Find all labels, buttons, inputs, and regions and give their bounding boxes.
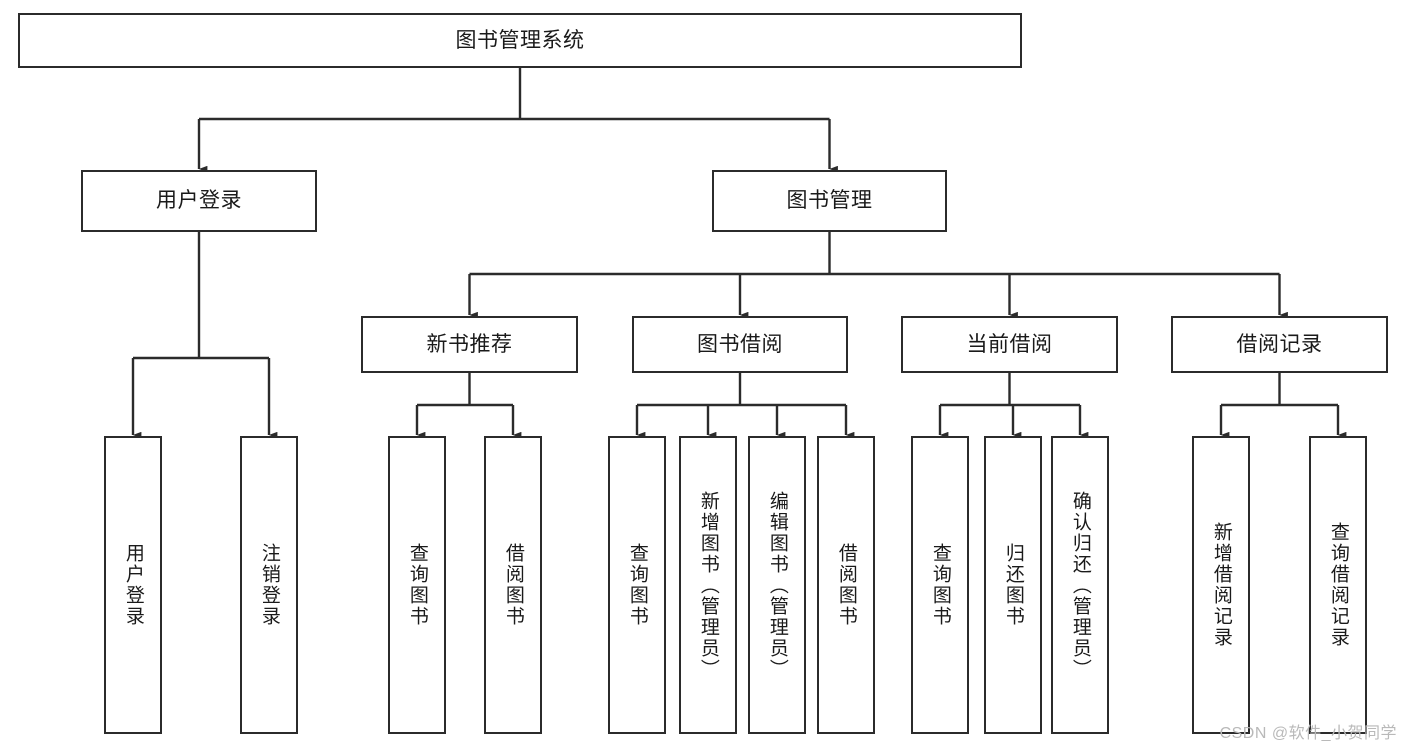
node-label: 用户登录: [122, 543, 144, 627]
node-leaf-query-book-3[interactable]: 查询图书: [911, 436, 969, 734]
node-label: 查询图书: [626, 543, 648, 627]
node-leaf-query-book-2[interactable]: 查询图书: [608, 436, 666, 734]
node-leaf-query-book-1[interactable]: 查询图书: [388, 436, 446, 734]
node-label: 查询图书: [406, 543, 428, 627]
node-label: 归还图书: [1002, 543, 1024, 627]
node-label: 图书借阅: [697, 332, 783, 356]
node-user-login[interactable]: 用户登录: [81, 170, 317, 232]
node-book-borrowing[interactable]: 图书借阅: [632, 316, 848, 373]
node-label: 新增图书（管理员）: [697, 490, 719, 680]
node-label: 查询图书: [929, 543, 951, 627]
node-label: 确认归还（管理员）: [1069, 490, 1091, 680]
node-label: 新增借阅记录: [1210, 522, 1232, 648]
node-leaf-return-book[interactable]: 归还图书: [984, 436, 1042, 734]
node-root-book-management-system[interactable]: 图书管理系统: [18, 13, 1022, 68]
node-current-borrowing[interactable]: 当前借阅: [901, 316, 1118, 373]
node-label: 编辑图书（管理员）: [766, 490, 788, 680]
node-label: 用户登录: [156, 189, 242, 213]
node-leaf-confirm-return-admin[interactable]: 确认归还（管理员）: [1051, 436, 1109, 734]
node-label: 借阅记录: [1236, 332, 1323, 356]
node-label: 借阅图书: [835, 543, 857, 627]
node-leaf-query-borrowing-record[interactable]: 查询借阅记录: [1309, 436, 1367, 734]
node-label: 新书推荐: [426, 332, 513, 356]
csdn-watermark: CSDN @软件_小贺同学: [1219, 725, 1397, 742]
node-label: 图书管理: [786, 189, 873, 213]
node-leaf-user-login[interactable]: 用户登录: [104, 436, 162, 734]
node-leaf-edit-book-admin[interactable]: 编辑图书（管理员）: [748, 436, 806, 734]
node-leaf-add-borrowing-record[interactable]: 新增借阅记录: [1192, 436, 1250, 734]
node-label: 当前借阅: [966, 332, 1053, 356]
node-leaf-add-book-admin[interactable]: 新增图书（管理员）: [679, 436, 737, 734]
node-new-book-recommendation[interactable]: 新书推荐: [361, 316, 578, 373]
node-book-management[interactable]: 图书管理: [712, 170, 947, 232]
node-leaf-user-logout[interactable]: 注销登录: [240, 436, 298, 734]
node-leaf-borrow-book-1[interactable]: 借阅图书: [484, 436, 542, 734]
node-label: 查询借阅记录: [1327, 522, 1349, 648]
node-borrowing-record[interactable]: 借阅记录: [1171, 316, 1388, 373]
node-leaf-borrow-book-2[interactable]: 借阅图书: [817, 436, 875, 734]
node-label: 借阅图书: [502, 543, 524, 627]
node-label: 注销登录: [258, 543, 280, 627]
node-label: 图书管理系统: [455, 28, 585, 52]
